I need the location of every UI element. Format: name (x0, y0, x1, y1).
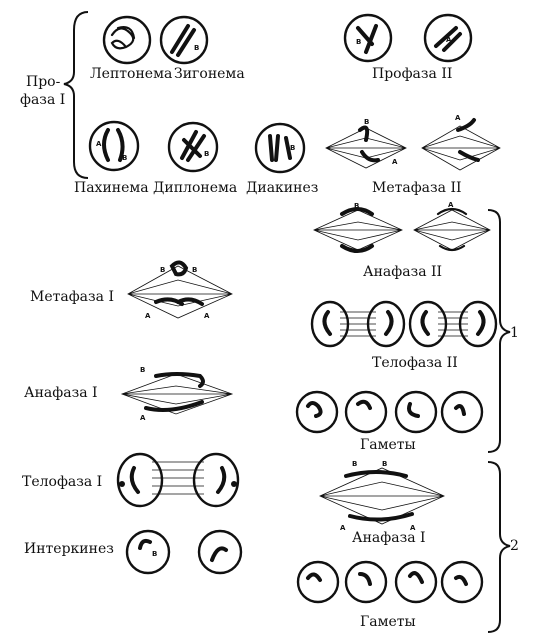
pakhinema-label: Пахинема (74, 180, 149, 196)
metaphase-ii-spindle-2: A (421, 114, 501, 171)
svg-text:A: A (446, 36, 452, 44)
svg-text:B: B (192, 266, 197, 274)
telophase-ii-label: Телофаза II (372, 355, 458, 371)
svg-text:A: A (455, 114, 461, 122)
prophase-i-label-bottom: фаза I (20, 92, 66, 108)
anaphase-i-left-spindle: B A (120, 366, 234, 422)
prophase-i-brace (63, 11, 89, 179)
gametes-1-label: Гаметы (360, 437, 416, 453)
diplonema-cell: B (167, 121, 219, 173)
prophase-i-label-top: Про- (26, 74, 61, 90)
svg-text:A: A (140, 414, 146, 422)
telophase-i-label: Телофаза I (22, 474, 103, 490)
pakhinema-cell: A B (88, 120, 140, 172)
interkinez-label: Интеркинез (24, 541, 114, 557)
svg-text:B: B (352, 460, 357, 468)
svg-text:B: B (382, 460, 387, 468)
svg-text:A: A (448, 201, 454, 209)
prophase-ii-cell-2: A (423, 13, 473, 63)
anaphase-i-right-label: Анафаза I (352, 530, 426, 546)
svg-text:A: A (204, 312, 210, 320)
svg-text:A: A (392, 158, 398, 166)
telophase-ii-pair-1 (310, 300, 406, 348)
gametes-2-label: Гаметы (360, 614, 416, 630)
anaphase-ii-spindle-2: A (413, 201, 491, 252)
anaphase-i-left-label: Анафаза I (24, 385, 98, 401)
svg-text:B: B (194, 44, 199, 52)
svg-text:B: B (122, 154, 127, 162)
svg-text:A: A (96, 140, 102, 148)
anaphase-ii-spindle-1: B (313, 202, 403, 253)
diakinez-cell: B (254, 122, 306, 174)
prophase-ii-label: Профаза II (372, 66, 453, 82)
telophase-i-cell (116, 452, 240, 508)
telophase-ii-pair-2 (408, 300, 498, 348)
gametes-group-1 (295, 390, 484, 434)
metaphase-i-spindle: B B A A (127, 260, 233, 320)
anaphase-ii-label: Анафаза II (363, 264, 443, 280)
svg-text:B: B (204, 150, 209, 158)
group-2-brace (487, 461, 511, 633)
svg-text:B: B (140, 366, 145, 374)
svg-text:B: B (290, 144, 295, 152)
svg-text:B: B (160, 266, 165, 274)
diakinez-label: Диакинез (246, 180, 319, 196)
metaphase-ii-spindle-1: B A (325, 118, 407, 169)
group-1-brace (487, 209, 511, 453)
zigonema-label: Зигонема (174, 66, 245, 82)
svg-text:B: B (356, 38, 361, 46)
metaphase-i-label: Метафаза I (30, 289, 114, 305)
group-2-number: 2 (510, 538, 519, 554)
zigonema-cell: B (159, 15, 209, 65)
svg-text:B: B (354, 202, 359, 210)
leptonema-cell (102, 15, 152, 65)
svg-text:A: A (410, 524, 416, 532)
diplonema-label: Диплонема (153, 180, 238, 196)
svg-text:B: B (152, 550, 157, 558)
svg-text:A: A (340, 524, 346, 532)
metaphase-ii-label: Метафаза II (372, 180, 462, 196)
svg-text:B: B (364, 118, 369, 126)
leptonema-label: Лептонема (90, 66, 173, 82)
interkinez-cells: B (125, 529, 243, 575)
group-1-number: 1 (510, 325, 519, 341)
anaphase-i-right-spindle: B B A A (319, 460, 445, 532)
svg-text:A: A (145, 312, 151, 320)
prophase-ii-cell-1: B (343, 13, 393, 63)
gametes-group-2 (296, 560, 484, 604)
